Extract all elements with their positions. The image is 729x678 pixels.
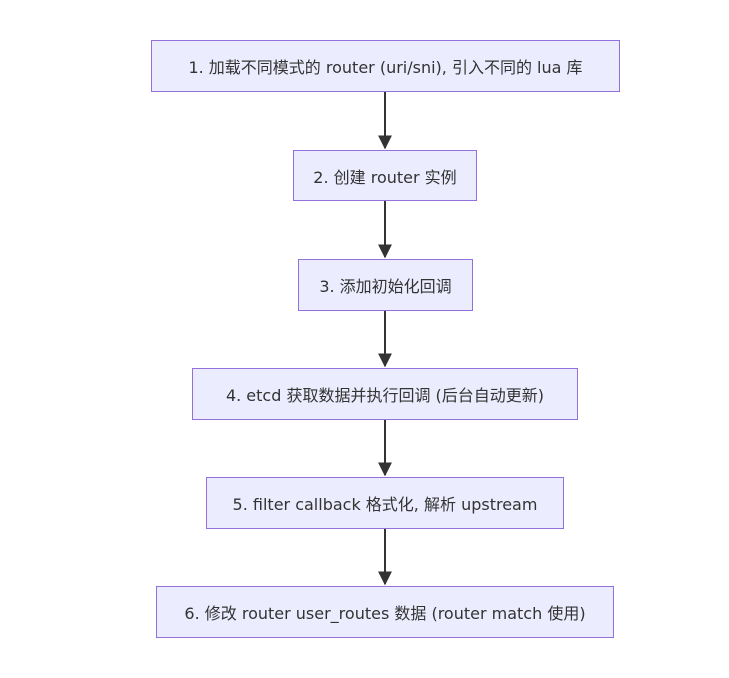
node-step-6: 6. 修改 router user_routes 数据 (router matc… (156, 586, 614, 638)
node-step-4: 4. etcd 获取数据并执行回调 (后台自动更新) (192, 368, 578, 420)
node-step-1: 1. 加载不同模式的 router (uri/sni), 引入不同的 lua 库 (151, 40, 620, 92)
node-step-3-label: 3. 添加初始化回调 (319, 277, 452, 296)
node-step-1-label: 1. 加载不同模式的 router (uri/sni), 引入不同的 lua 库 (188, 58, 583, 77)
node-step-2-label: 2. 创建 router 实例 (313, 167, 457, 187)
node-step-5: 5. filter callback 格式化, 解析 upstream (206, 477, 564, 529)
node-step-4-label: 4. etcd 获取数据并执行回调 (后台自动更新) (225, 386, 545, 405)
node-step-6-label: 6. 修改 router user_routes 数据 (router matc… (184, 604, 586, 623)
node-step-2: 2. 创建 router 实例 (293, 150, 477, 201)
node-step-3: 3. 添加初始化回调 (298, 259, 473, 311)
node-step-5-label: 5. filter callback 格式化, 解析 upstream (232, 495, 538, 514)
